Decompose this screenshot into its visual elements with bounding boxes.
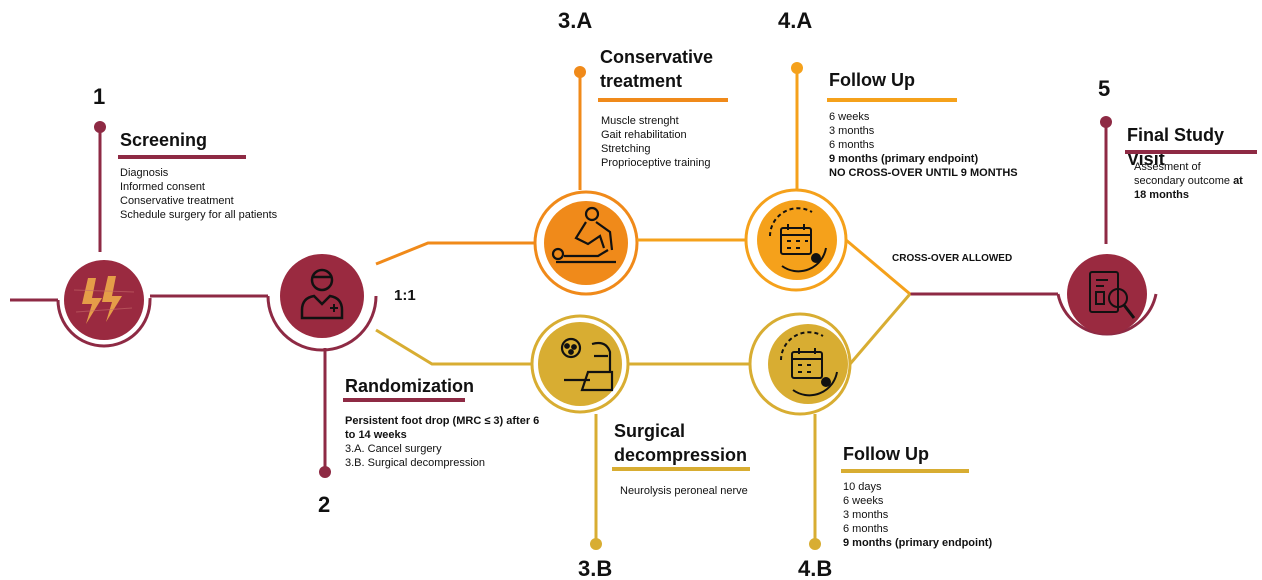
screening-title: Screening bbox=[120, 130, 208, 150]
screening-item: Diagnosis bbox=[120, 167, 169, 179]
step-number-4b: 4.B bbox=[798, 556, 833, 580]
doctor-cross bbox=[330, 304, 338, 312]
final-details: Assesment of secondary outcome at 18 mon… bbox=[1134, 160, 1252, 202]
final-text: Assesment of secondary outcome bbox=[1134, 161, 1234, 187]
conservative-item: Gait rehabilitation bbox=[601, 129, 687, 141]
final-dot bbox=[1100, 116, 1112, 128]
screening-item: Informed consent bbox=[120, 181, 205, 193]
final-underline bbox=[1125, 150, 1257, 154]
conservative-underline bbox=[598, 98, 728, 102]
branch-a-line bbox=[375, 241, 535, 266]
conservative-item: Stretching bbox=[601, 143, 651, 155]
screening-details: Diagnosis Informed consent Conservative … bbox=[120, 166, 277, 222]
randomization-ratio: 1:1 bbox=[394, 287, 416, 304]
followup-b-item: 10 days bbox=[843, 481, 882, 493]
conservative-item: Muscle strenght bbox=[601, 115, 679, 127]
randomization-item: 3.A. Cancel surgery bbox=[345, 443, 442, 455]
doctor-icon bbox=[300, 268, 344, 320]
randomization-underline bbox=[343, 398, 465, 402]
final-text-bold: at 18 months bbox=[1134, 175, 1243, 201]
conservative-details: Muscle strenght Gait rehabilitation Stre… bbox=[601, 114, 710, 170]
branch-b-line bbox=[375, 328, 532, 366]
final-icon-disc bbox=[1067, 254, 1147, 334]
followup-b-item: 9 months (primary endpoint) bbox=[843, 537, 993, 549]
conservative-ring bbox=[533, 190, 639, 296]
randomization-details: Persistent foot drop (MRC ≤ 3) after 6 t… bbox=[345, 414, 540, 470]
step-number-3b: 3.B bbox=[578, 556, 613, 580]
surgical-dot bbox=[590, 538, 602, 550]
followup-b-item: 6 months bbox=[843, 523, 889, 535]
followup-b-underline bbox=[841, 469, 969, 473]
followup-b-item: 3 months bbox=[843, 509, 889, 521]
followup-a-item: 3 months bbox=[829, 125, 875, 137]
surgical-title: Surgical decompression bbox=[614, 419, 747, 467]
randomization-ring bbox=[266, 295, 378, 352]
conservative-item: Proprioceptive training bbox=[601, 157, 711, 169]
surgeon-icon bbox=[560, 337, 614, 392]
followup-b-details: 10 days 6 weeks 3 months 6 months 9 mont… bbox=[843, 480, 992, 550]
step-number-1: 1 bbox=[93, 84, 106, 109]
followup-a-details: 6 weeks 3 months 6 months 9 months (prim… bbox=[829, 110, 1018, 180]
surgical-underline bbox=[612, 467, 750, 471]
followup-b-title: Follow Up bbox=[843, 444, 929, 464]
screening-dot bbox=[94, 121, 106, 133]
followup-b-dot bbox=[809, 538, 821, 550]
surgical-item: Neurolysis peroneal nerve bbox=[620, 485, 748, 497]
followup-a-dot bbox=[791, 62, 803, 74]
calendar-clock-icon bbox=[821, 377, 831, 387]
followup-b-crossover bbox=[848, 293, 912, 365]
final-title: Final Study Visit bbox=[1127, 125, 1225, 169]
followup-a-title: Follow Up bbox=[829, 70, 915, 90]
physiotherapy-icon bbox=[551, 206, 616, 264]
conservative-title-line1: Conservative bbox=[600, 47, 714, 67]
step-number-2: 2 bbox=[318, 492, 331, 517]
followup-a-crossover bbox=[845, 238, 911, 296]
followup-b-item: 6 weeks bbox=[843, 495, 884, 507]
surgical-details: Neurolysis peroneal nerve bbox=[620, 484, 748, 498]
followup-a-item: 6 months bbox=[829, 139, 875, 151]
followup-a-underline bbox=[827, 98, 957, 102]
surgical-title-line2: decompression bbox=[614, 445, 748, 465]
screening-lightning-icon bbox=[82, 276, 122, 324]
report-magnifier-icon bbox=[1089, 271, 1136, 319]
step-number-4a: 4.A bbox=[778, 8, 813, 33]
followup-a-item: 6 weeks bbox=[829, 111, 870, 123]
randomization-dot bbox=[319, 466, 331, 478]
calendar-clock-icon bbox=[811, 253, 821, 263]
randomization-title: Randomization bbox=[345, 376, 474, 396]
calendar-icon bbox=[769, 207, 827, 273]
randomization-icon-disc bbox=[280, 254, 364, 338]
screening-underline bbox=[118, 155, 246, 159]
conservative-title: Conservative treatment bbox=[600, 45, 713, 93]
followup-a-item: NO CROSS-OVER UNTIL 9 MONTHS bbox=[829, 167, 1018, 179]
conservative-title-line2: treatment bbox=[600, 71, 683, 91]
followup-a-item: 9 months (primary endpoint) bbox=[829, 153, 979, 165]
screening-ring bbox=[56, 299, 152, 348]
surgical-title-line1: Surgical bbox=[614, 421, 686, 441]
randomization-item: Persistent foot drop (MRC ≤ 3) after 6 t… bbox=[345, 415, 540, 441]
screening-item: Schedule surgery for all patients bbox=[120, 209, 278, 221]
step-number-3a: 3.A bbox=[558, 8, 593, 33]
conservative-dot bbox=[574, 66, 586, 78]
final-ring bbox=[1056, 293, 1158, 336]
crossover-label: CROSS-OVER ALLOWED bbox=[892, 253, 1013, 264]
randomization-item: 3.B. Surgical decompression bbox=[345, 457, 486, 469]
screening-item: Conservative treatment bbox=[120, 195, 234, 207]
step-number-5: 5 bbox=[1098, 76, 1111, 101]
calendar-icon bbox=[780, 331, 838, 397]
